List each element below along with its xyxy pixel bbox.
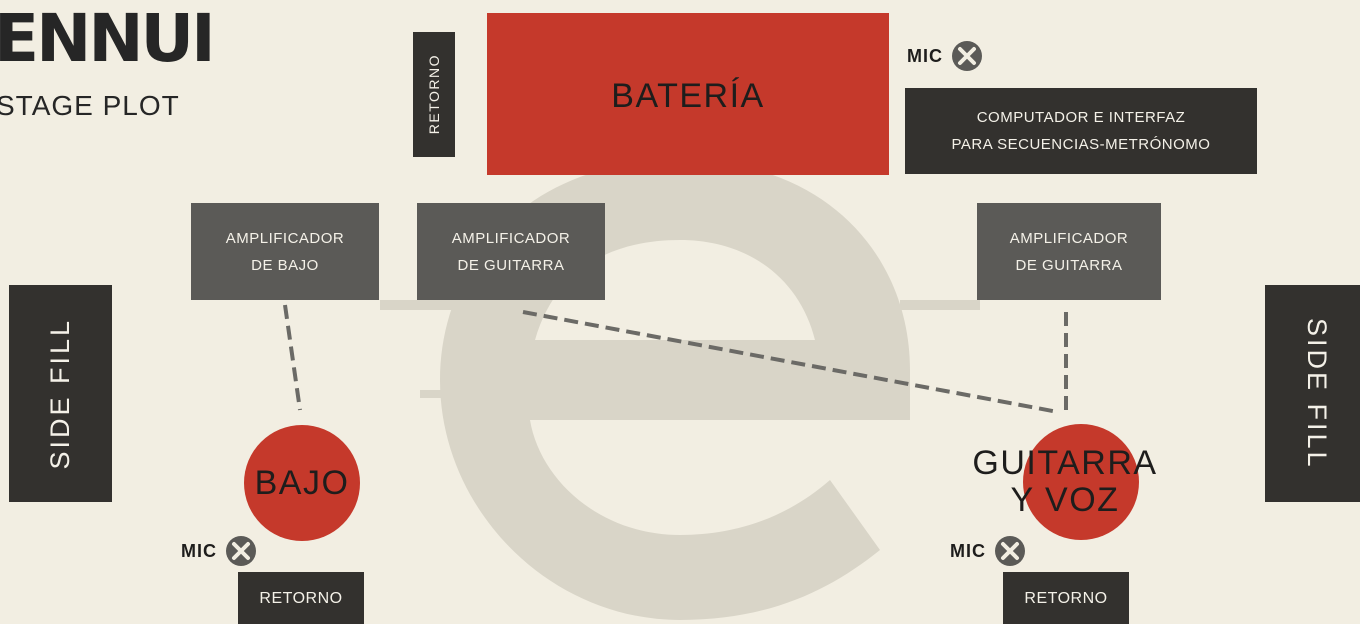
bass-mic: MIC — [181, 535, 257, 567]
page-subtitle: STAGE PLOT — [0, 90, 180, 121]
bass-monitor: RETORNO — [238, 572, 364, 624]
guitar-vocals-mic: MIC — [950, 535, 1026, 567]
drums-label: BATERÍA — [611, 77, 765, 115]
bass-amp: AMPLIFICADOR DE BAJO — [191, 203, 379, 300]
guitar-vocals-monitor: RETORNO — [1003, 572, 1129, 624]
drums-mic: MIC — [907, 40, 983, 72]
mic-x-icon — [952, 41, 982, 71]
side-fill-left-label: SIDE FILL — [45, 317, 75, 470]
guitar-amp-left: AMPLIFICADOR DE GUITARRA — [417, 203, 605, 300]
computer-interface: COMPUTADOR E INTERFAZ PARA SECUENCIAS-ME… — [905, 88, 1257, 174]
side-fill-left: SIDE FILL — [9, 285, 112, 502]
computer-line1: COMPUTADOR E INTERFAZ — [976, 109, 1186, 126]
side-fill-right-label: SIDE FILL — [1302, 317, 1332, 470]
bass-label: BAJO — [254, 464, 350, 502]
guitar-vocals-mic-label: MIC — [950, 540, 986, 561]
guitar-vocals-label: GUITARRA Y VOZ — [940, 445, 1190, 519]
guitar-amp-left-line2: DE GUITARRA — [457, 256, 565, 274]
bass-cable — [283, 304, 302, 411]
guitar-amp-right-line1: AMPLIFICADOR — [1009, 229, 1129, 247]
mic-x-icon — [226, 536, 256, 566]
bass-position — [244, 425, 360, 541]
bass-monitor-label: RETORNO — [259, 589, 343, 607]
bass-mic-label: MIC — [181, 540, 217, 561]
guitar-amp-right-line2: DE GUITARRA — [1015, 256, 1123, 274]
band-logo: ENNUI — [0, 0, 216, 77]
guitar-vocals-line2: Y VOZ — [1010, 481, 1120, 519]
guitar-cable-cross — [522, 310, 1059, 414]
bass-amp-line1: AMPLIFICADOR — [225, 229, 345, 247]
guitar-amp-left-line1: AMPLIFICADOR — [451, 229, 571, 247]
guitar-vocals-position — [1023, 424, 1139, 540]
guitar-vocals-line1: GUITARRA — [972, 444, 1158, 482]
drums-monitor: RETORNO — [413, 32, 455, 157]
drums-block: BATERÍA — [487, 13, 889, 175]
drums-mic-label: MIC — [907, 45, 943, 66]
guitar-vocals-monitor-label: RETORNO — [1024, 589, 1108, 607]
mic-x-icon — [995, 536, 1025, 566]
side-fill-right: SIDE FILL — [1265, 285, 1360, 502]
computer-line2: PARA SECUENCIAS-METRÓNOMO — [951, 136, 1211, 153]
guitar-amp-right: AMPLIFICADOR DE GUITARRA — [977, 203, 1161, 300]
bass-amp-line2: DE BAJO — [251, 256, 319, 274]
